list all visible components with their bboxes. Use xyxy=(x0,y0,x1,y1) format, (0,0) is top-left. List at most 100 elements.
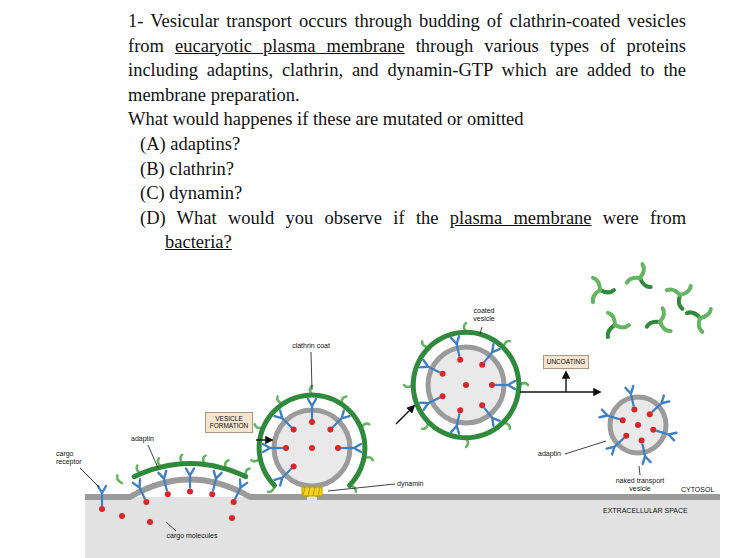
dynamin-ring xyxy=(302,487,322,496)
cargo-molecule xyxy=(650,427,656,433)
clathrin-triskelion xyxy=(679,295,683,309)
clathrin-coat xyxy=(259,395,365,485)
question-line: (C) dynamin? xyxy=(140,183,242,203)
question-text: 1- Vesicular transport occurs through bu… xyxy=(128,9,686,255)
diagram-label: cargo molecules xyxy=(167,532,218,540)
cargo-receptor xyxy=(333,418,342,427)
diagram-label: adaptin xyxy=(538,450,561,458)
clathrin-triskelion xyxy=(615,325,629,327)
dynamin-stripe xyxy=(313,487,315,496)
cargo-molecule xyxy=(631,406,637,412)
cargo-receptor xyxy=(428,367,440,373)
cargo-molecule xyxy=(440,393,446,399)
cargo-receptor xyxy=(311,406,313,419)
clathrin-triskelion xyxy=(593,278,600,290)
question-line: bacteria? xyxy=(165,232,232,252)
cargo-receptor xyxy=(484,408,492,418)
cargo-molecule xyxy=(309,445,315,451)
cargo-receptor xyxy=(213,479,216,492)
cargo-molecule xyxy=(479,362,485,368)
dynamin-stripe xyxy=(318,487,320,496)
question-line: (B) clathrin? xyxy=(140,159,234,179)
leader-line xyxy=(328,484,395,491)
cargo-receptor xyxy=(101,493,103,506)
process-arrows xyxy=(256,372,600,440)
leader-line xyxy=(565,441,606,454)
cargo-molecule xyxy=(647,411,653,417)
clathrin-triskelion xyxy=(647,322,660,327)
clathrin-coat xyxy=(413,332,519,438)
diagram-label: EXTRACELLULAR SPACE xyxy=(603,507,688,515)
question-line: (A) adaptins? xyxy=(140,134,240,154)
clathrin-coat xyxy=(134,464,245,477)
vesicle-membrane xyxy=(610,397,666,453)
cargo-receptor xyxy=(270,447,283,449)
clathrin-triskelion xyxy=(608,325,615,337)
cargo-receptor xyxy=(484,352,492,362)
clathrin-triskelion xyxy=(640,264,644,278)
adaptin-symbol xyxy=(625,386,633,394)
cargo-molecule xyxy=(623,433,629,439)
cargo-receptor xyxy=(631,394,634,407)
clathrin-triskelion xyxy=(627,278,640,283)
cargo-molecule xyxy=(489,382,495,388)
stage-label-box: VESICLE FORMATION xyxy=(205,412,253,433)
cargo-receptor xyxy=(282,469,291,478)
cargo-molecule xyxy=(99,506,105,512)
cargo-receptor xyxy=(642,444,645,457)
stage-label: VESICLE FORMATION xyxy=(209,415,249,430)
question-paragraph: (B) clathrin? xyxy=(128,157,686,182)
cargo-molecule xyxy=(327,427,333,433)
dynamin-stripe xyxy=(303,487,305,496)
adaptin-symbol xyxy=(240,479,247,487)
cargo-molecule xyxy=(147,519,153,525)
cargo-molecule xyxy=(187,489,193,495)
cargo-molecule xyxy=(335,445,341,451)
cargo-molecule xyxy=(143,499,149,505)
clathrin-triskelion xyxy=(608,313,615,325)
arrow xyxy=(565,372,566,392)
question-line: (D) What would you observe if the xyxy=(140,208,439,228)
leader-line xyxy=(480,327,482,334)
diagram-label: dynamin xyxy=(397,480,423,488)
cargo-molecule xyxy=(231,499,237,505)
adaptin-symbol xyxy=(186,469,194,476)
adaptin-symbol xyxy=(669,433,677,441)
cargo-receptor xyxy=(615,438,625,447)
cargo-molecule xyxy=(291,427,297,433)
cargo-receptor xyxy=(235,487,241,499)
diagram-label: cargo receptor xyxy=(56,450,88,466)
cargo-molecule xyxy=(229,515,235,521)
leader-lines xyxy=(80,327,640,531)
clathrin-triskelion xyxy=(640,278,651,287)
arrow xyxy=(396,406,414,424)
leader-line xyxy=(639,466,640,475)
cargo-receptor xyxy=(164,479,167,492)
question-paragraph: (D) What would you observe if the plasma… xyxy=(128,206,686,255)
leader-line xyxy=(166,522,176,531)
clathrin-triskelion xyxy=(700,309,711,318)
stage-label-box: UNCOATING xyxy=(543,355,590,369)
adaptin-symbol xyxy=(451,336,459,344)
cargo-molecule xyxy=(209,491,215,497)
adaptin-symbol xyxy=(308,399,316,406)
extracellular-ground xyxy=(85,497,720,558)
adaptin-symbol xyxy=(508,381,515,389)
question-paragraph: (C) dynamin? xyxy=(128,181,686,206)
diagram-label: naked transport vesicle xyxy=(609,477,671,493)
clathrin-triskelion xyxy=(600,290,614,292)
cargo-molecule xyxy=(283,445,289,451)
adaptin-symbol xyxy=(98,486,106,493)
adaptin-symbol xyxy=(263,444,270,452)
cargo-receptor xyxy=(457,413,460,426)
diagram-label: adaptin xyxy=(131,435,154,443)
cargo-receptor xyxy=(282,418,291,427)
arrow xyxy=(256,439,272,440)
diagram-label: CYTOSOL xyxy=(681,486,714,494)
question-line: What would happenes if these are mutated… xyxy=(128,109,524,129)
question-paragraph: What would happenes if these are mutated… xyxy=(128,107,686,132)
cargo-molecule xyxy=(479,402,485,408)
adaptin-symbol xyxy=(600,410,608,418)
cargo-receptor xyxy=(607,416,619,420)
